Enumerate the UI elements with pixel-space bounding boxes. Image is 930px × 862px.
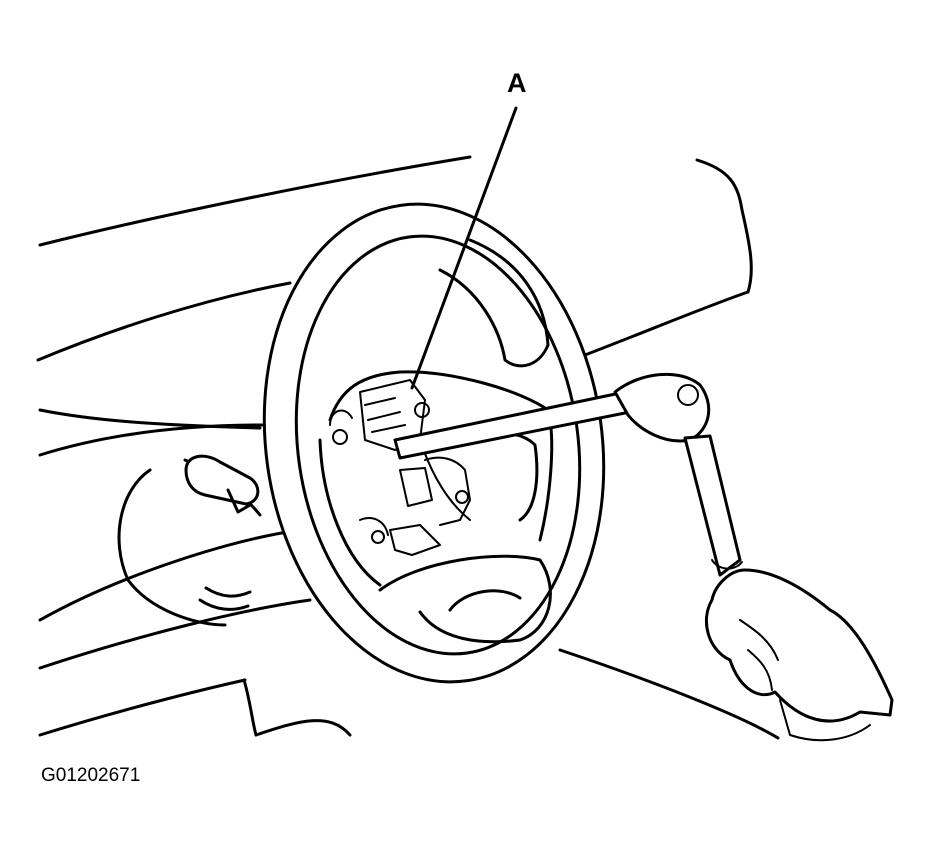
ratchet-wrench-icon <box>393 372 743 577</box>
callout-label-a: A <box>507 68 527 98</box>
hand-icon <box>704 568 894 742</box>
figure-code: G01202671 <box>41 765 141 786</box>
callout-leader <box>410 106 518 390</box>
column-shroud <box>117 454 262 627</box>
dashboard-outline <box>36 155 780 740</box>
